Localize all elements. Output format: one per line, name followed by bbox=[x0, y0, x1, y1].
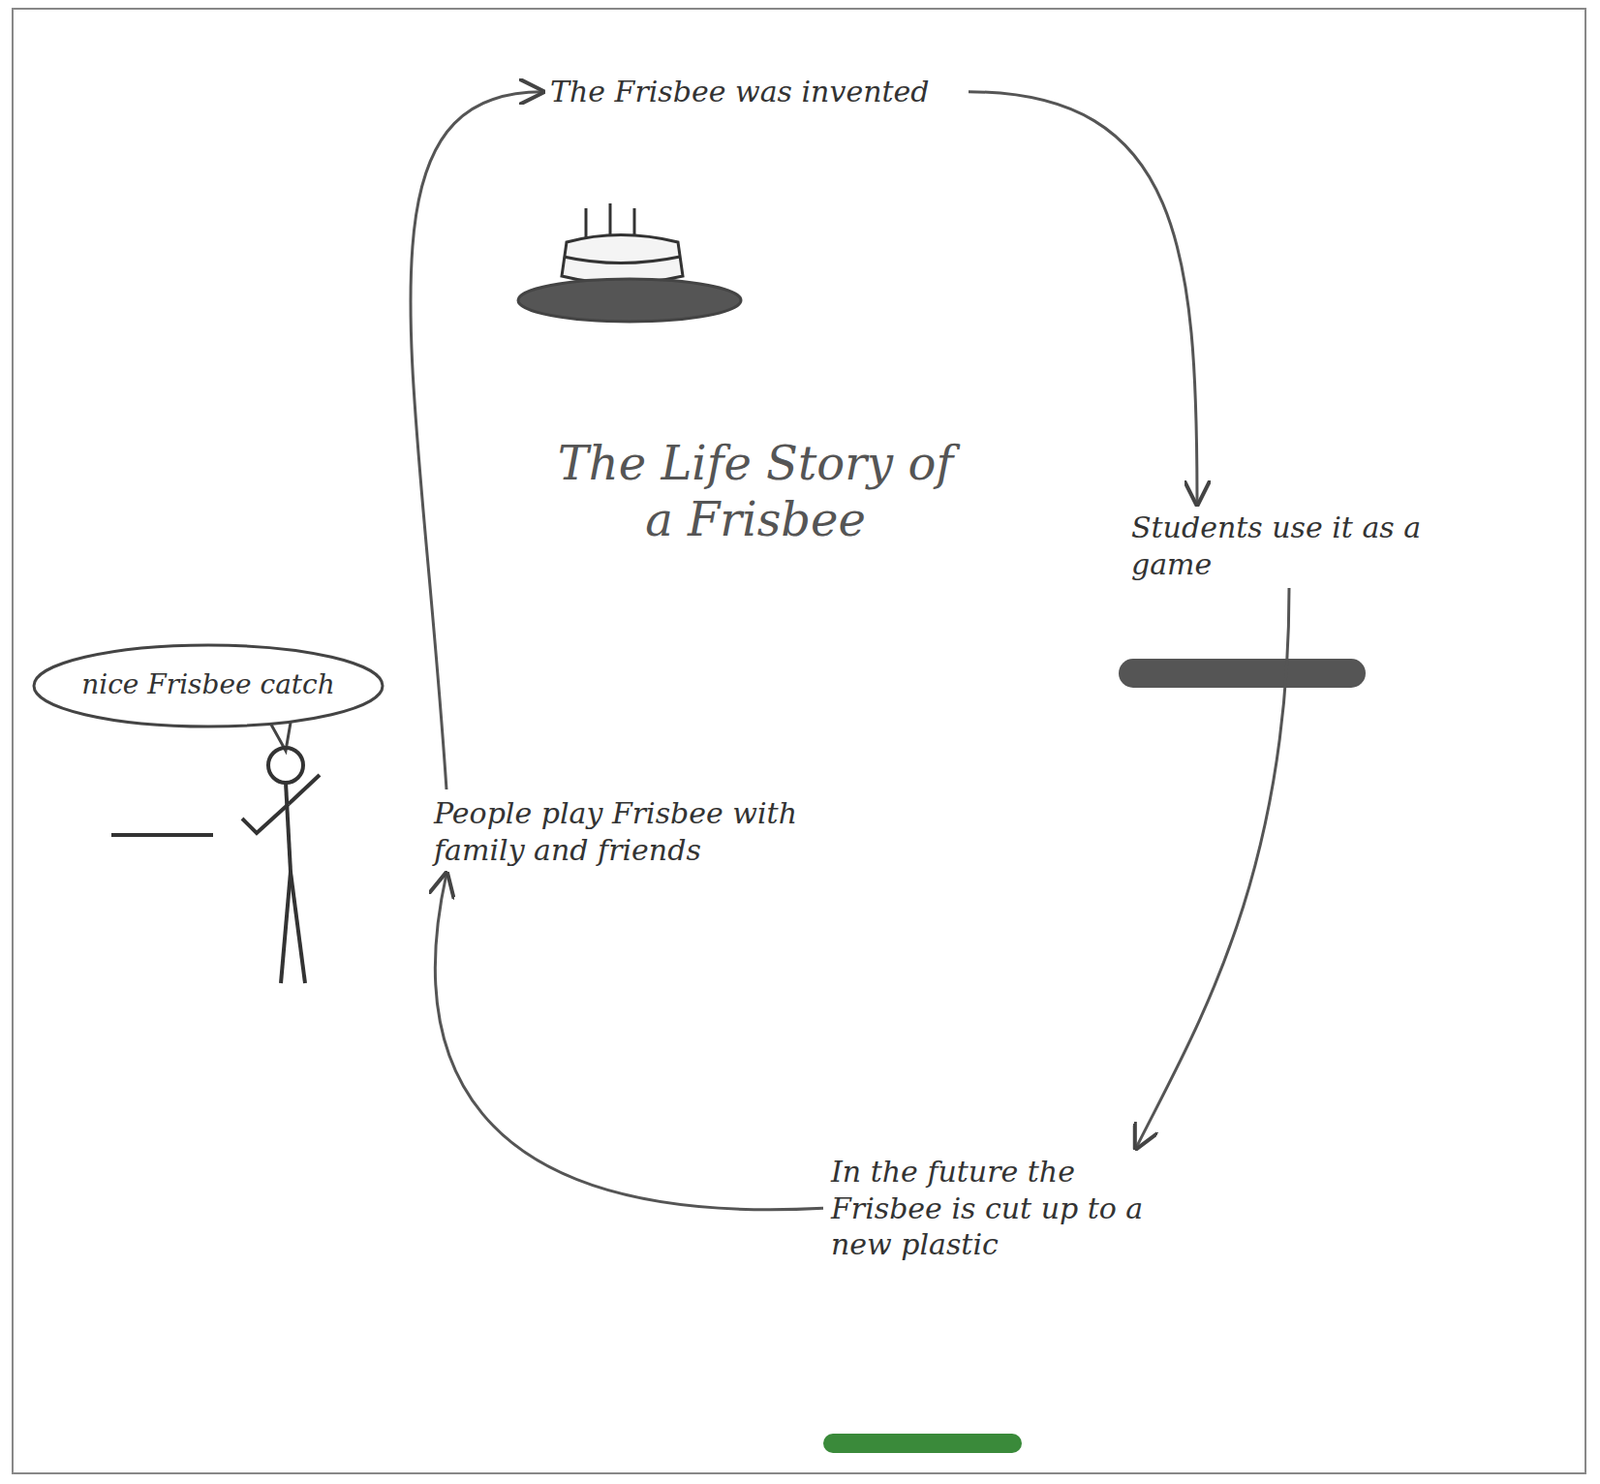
cycle-arrow bbox=[968, 92, 1198, 504]
stage-label: People play Frisbee with family and frie… bbox=[433, 795, 826, 868]
stage-label: Students use it as a game bbox=[1131, 509, 1484, 583]
person-figure bbox=[111, 747, 320, 984]
stage-text: The Frisbee was invented bbox=[542, 67, 969, 117]
cake-icon bbox=[518, 203, 741, 322]
diagram-title: The Life Story of a Frisbee bbox=[542, 435, 969, 548]
frisbee-bar bbox=[1118, 658, 1366, 688]
cycle-arrow bbox=[434, 873, 824, 1210]
speech-text: nice Frisbee catch bbox=[48, 668, 369, 701]
stage-label: The Frisbee was invented bbox=[550, 73, 961, 111]
cycle-arrow bbox=[1136, 587, 1290, 1148]
speech-bubble bbox=[33, 645, 383, 727]
stage-label: In the future the Frisbee is cut up to a… bbox=[830, 1153, 1184, 1263]
plastic-bar bbox=[823, 1433, 1022, 1453]
stage-text: Students use it as a game bbox=[1123, 503, 1492, 588]
page-frame bbox=[11, 7, 1587, 1475]
cycle-arrow bbox=[410, 92, 543, 790]
stage-text: People play Frisbee with family and frie… bbox=[426, 789, 833, 874]
stage-text: In the future the Frisbee is cut up to a… bbox=[823, 1147, 1192, 1269]
